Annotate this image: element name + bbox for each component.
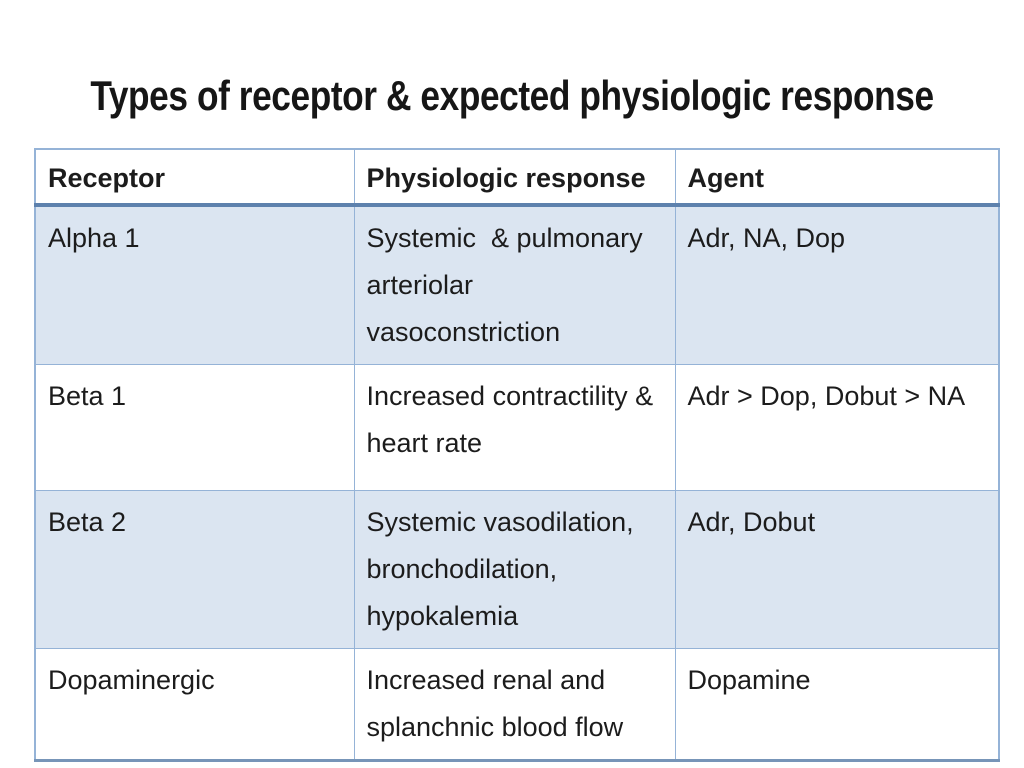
cell-agent: Dopamine — [674, 648, 1000, 761]
cell-response: Increased renal and splanchnic blood flo… — [353, 648, 676, 761]
header-physiologic-response: Physiologic response — [353, 148, 676, 207]
cell-agent: Adr, NA, Dop — [674, 204, 1000, 365]
table-header: Receptor Physiologic response Agent — [34, 148, 1000, 207]
cell-agent: Adr > Dop, Dobut > NA — [674, 364, 1000, 491]
title-area: Types of receptor & expected physiologic… — [0, 72, 1024, 119]
cell-response: Increased contractility & heart rate — [353, 364, 676, 491]
header-agent: Agent — [674, 148, 1000, 207]
cell-agent: Adr, Dobut — [674, 490, 1000, 649]
cell-response: Systemic & pulmonary arteriolar vasocons… — [353, 204, 676, 365]
cell-receptor: Beta 1 — [34, 364, 355, 491]
receptor-table: Receptor Physiologic response Agent Alph… — [34, 148, 1000, 762]
cell-receptor: Alpha 1 — [34, 204, 355, 365]
header-receptor: Receptor — [34, 148, 355, 207]
slide-title: Types of receptor & expected physiologic… — [90, 72, 934, 119]
header-row: Receptor Physiologic response Agent — [34, 148, 1000, 207]
cell-receptor: Beta 2 — [34, 490, 355, 649]
cell-response: Systemic vasodilation, bronchodilation, … — [353, 490, 676, 649]
cell-receptor: Dopaminergic — [34, 648, 355, 761]
